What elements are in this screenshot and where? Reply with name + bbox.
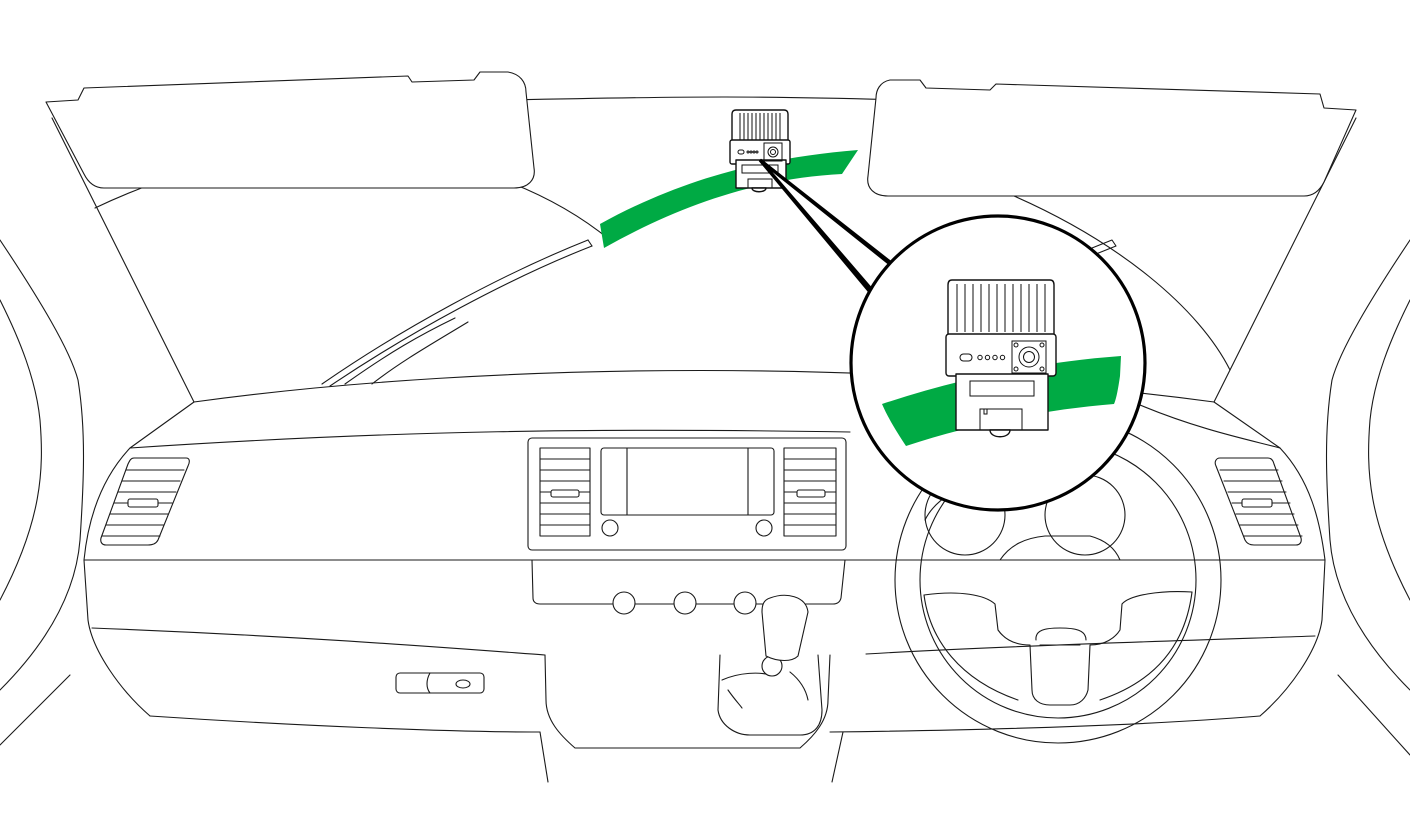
dashboard	[83, 401, 1326, 783]
centre-console	[527, 437, 847, 615]
status-led-row	[977, 354, 1006, 361]
right-air-vent	[1214, 457, 1303, 546]
status-led	[992, 354, 998, 361]
mounting-zone-highlight	[600, 150, 858, 248]
status-led	[984, 354, 991, 361]
glovebox-handle	[395, 672, 485, 694]
camera-device-mounted	[729, 109, 791, 193]
right-door-frame	[1325, 239, 1410, 756]
left-sun-visor	[45, 71, 535, 189]
device-callout	[758, 158, 1147, 512]
left-door-frame	[0, 239, 85, 746]
gear-lever	[544, 594, 831, 749]
status-led	[977, 354, 983, 361]
status-led	[999, 354, 1006, 361]
right-sun-visor	[867, 79, 1357, 197]
left-air-vent	[100, 457, 190, 546]
wipers	[321, 239, 1117, 387]
camera-device-enlarged	[945, 279, 1057, 438]
